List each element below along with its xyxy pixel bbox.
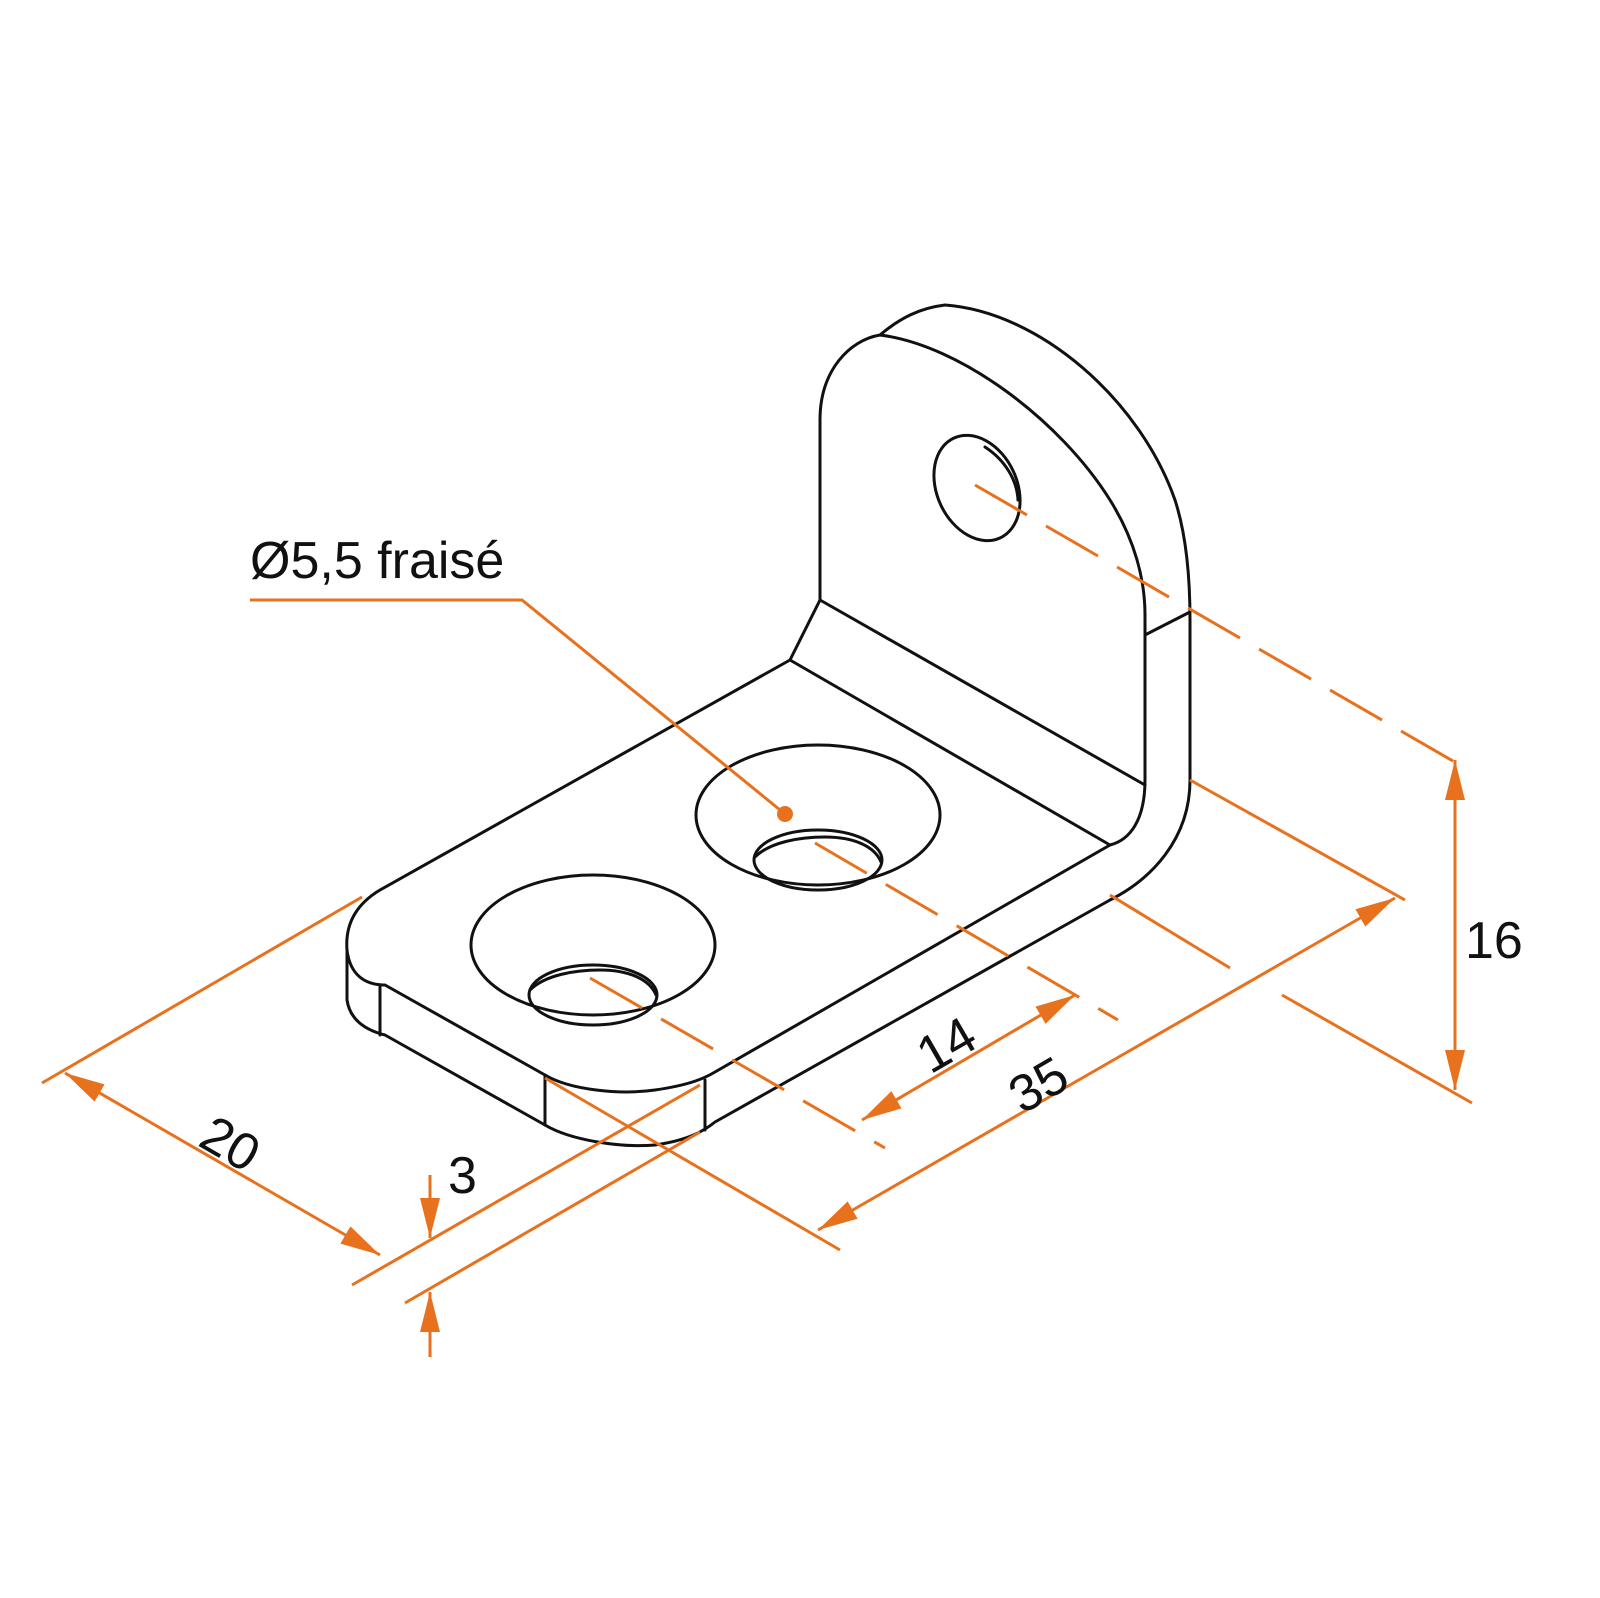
length-extension-back [1189, 778, 1406, 902]
vertical-flange-rim [878, 303, 1192, 782]
height-extension-bottom [1109, 893, 1231, 970]
flange-hole [932, 433, 1022, 543]
width-dimension-line [64, 1071, 381, 1257]
hole-label-leader [250, 598, 786, 816]
height-label: 16 [1465, 912, 1523, 970]
length-extension-front [544, 1076, 841, 1252]
hole-spacing-label: 14 [907, 1006, 986, 1085]
thickness-extension-bottom [404, 1130, 701, 1305]
dimension-lines [41, 483, 1473, 1357]
bend-inner-edge [788, 658, 1112, 847]
width-extension-line [41, 895, 363, 1085]
hole-label: Ø5,5 fraisé [250, 532, 504, 590]
width-label: 20 [190, 1105, 269, 1184]
vertical-flange-front-face [788, 333, 1147, 847]
thickness-extension-top [351, 1083, 701, 1287]
base-plate-left-bottom-edge [345, 898, 1112, 1148]
countersink-hole-rear-outer [694, 743, 942, 887]
angle-bracket [345, 303, 1192, 1148]
countersink-hole-front-outer [469, 873, 717, 1017]
hole-spacing-dimension-line [861, 993, 1076, 1122]
bend-crease [818, 598, 1147, 787]
countersink-hole-rear-bore [753, 835, 883, 864]
hole-label-leader-dot [777, 806, 793, 822]
height-extension-bottom-far [1281, 993, 1473, 1105]
length-label: 35 [999, 1046, 1078, 1125]
base-plate-top-face [345, 658, 1112, 1094]
thickness-label: 3 [448, 1147, 477, 1205]
bend-outer-curve [1108, 778, 1192, 902]
flange-hole-bore [983, 445, 1020, 502]
flange-top-edge [1143, 610, 1192, 637]
centerline-flange-hole [974, 483, 1473, 774]
countersink-hole-rear-inner [752, 828, 884, 892]
length-dimension-line [817, 896, 1396, 1232]
countersink-hole-front-bore [528, 968, 658, 997]
centerline-rear-hole [814, 841, 1119, 1022]
